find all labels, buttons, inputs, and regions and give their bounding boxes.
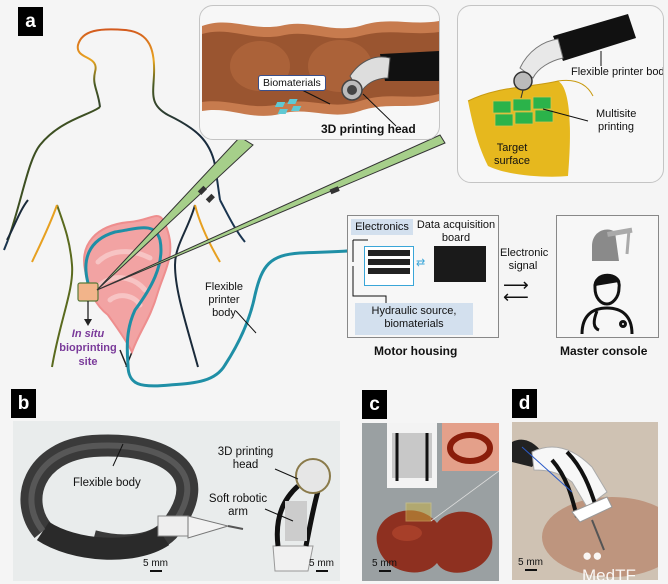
body-diagram [3, 28, 446, 388]
callout-wedge-colon [96, 136, 254, 291]
signal-arrows-icon: ⟶⟵ [503, 275, 529, 307]
motor-housing-title: Motor housing [374, 344, 458, 358]
bioprinting-site-box [77, 282, 99, 302]
daq-board-image [434, 246, 486, 282]
surface-inset: Flexible printer body Multisite printing… [457, 5, 664, 183]
scale-text: 5 mm [309, 558, 334, 569]
scale-bar-b-left: 5 mm [143, 558, 168, 572]
panel-label-a: a [18, 7, 43, 36]
callout-wedge-surface [96, 134, 446, 291]
target-surface-label: Target surface [493, 142, 531, 167]
bioprinting-site-text: bioprinting site [59, 342, 117, 368]
watermark: ●● MedTF [582, 546, 658, 580]
electronics-label: Electronics [351, 219, 413, 235]
bioprinting-site-label: In situ bioprinting site [58, 327, 118, 369]
scale-bar-d: 5 mm [518, 557, 543, 571]
haptic-device-icon [592, 227, 633, 261]
soft-robotic-arm-right [272, 458, 331, 572]
flexible-printer-body-tube [84, 226, 361, 388]
scale-text: 5 mm [372, 558, 397, 569]
bidirectional-arrows-icon: ⇄ [416, 257, 426, 269]
colon-inset: Biomaterials 3D printing head [199, 5, 440, 140]
biomaterials-label: Biomaterials [258, 75, 326, 91]
b-printing-head-label: 3D printing head [217, 446, 274, 471]
printing-head-label: 3D printing head [321, 122, 416, 136]
soft-robotic-arm-label: Soft robotic arm [208, 493, 268, 518]
motor-housing-box: Electronics Data acquisition board ⇄ Hyd… [347, 215, 499, 338]
multisite-printing-label: Multisite printing [596, 108, 637, 133]
daq-label: Data acquisition board [416, 219, 496, 244]
scale-bar-c: 5 mm [372, 558, 397, 572]
flexible-body-coil [20, 434, 199, 560]
watermark-text: MedTF [582, 566, 636, 580]
print-grid [492, 96, 554, 127]
scale-text: 5 mm [518, 557, 543, 568]
panel-b-photo: Flexible body 3D printing head Soft robo… [13, 421, 340, 581]
motor-drivers-image [364, 246, 414, 286]
master-console-box [556, 215, 659, 338]
body-outline [76, 28, 221, 201]
panel-d-photo: 5 mm ●● MedTF [512, 422, 658, 580]
panel-c-photo: 5 mm [362, 423, 499, 581]
in-situ-italic: In situ [71, 328, 105, 340]
panel-label-c: c [362, 390, 387, 419]
wechat-icon: ●● [582, 546, 603, 565]
doctor-icon [580, 273, 634, 335]
scale-bar-b-right: 5 mm [309, 558, 334, 572]
panel-label-d: d [512, 389, 537, 418]
panel-label-b: b [11, 389, 36, 418]
scale-text: 5 mm [143, 558, 168, 569]
flexible-body-label: Flexible body [73, 477, 141, 489]
master-console-title: Master console [560, 344, 648, 358]
hydraulic-source-label: Hydraulic source, biomaterials [355, 303, 473, 335]
flexible-printer-body-label: Flexible printer body [571, 66, 664, 78]
electronic-signal-label: Electronic signal [500, 247, 549, 272]
soft-robotic-arm-left [157, 515, 244, 539]
flexible-printer-body-main-label: Flexible printer body [205, 281, 243, 319]
